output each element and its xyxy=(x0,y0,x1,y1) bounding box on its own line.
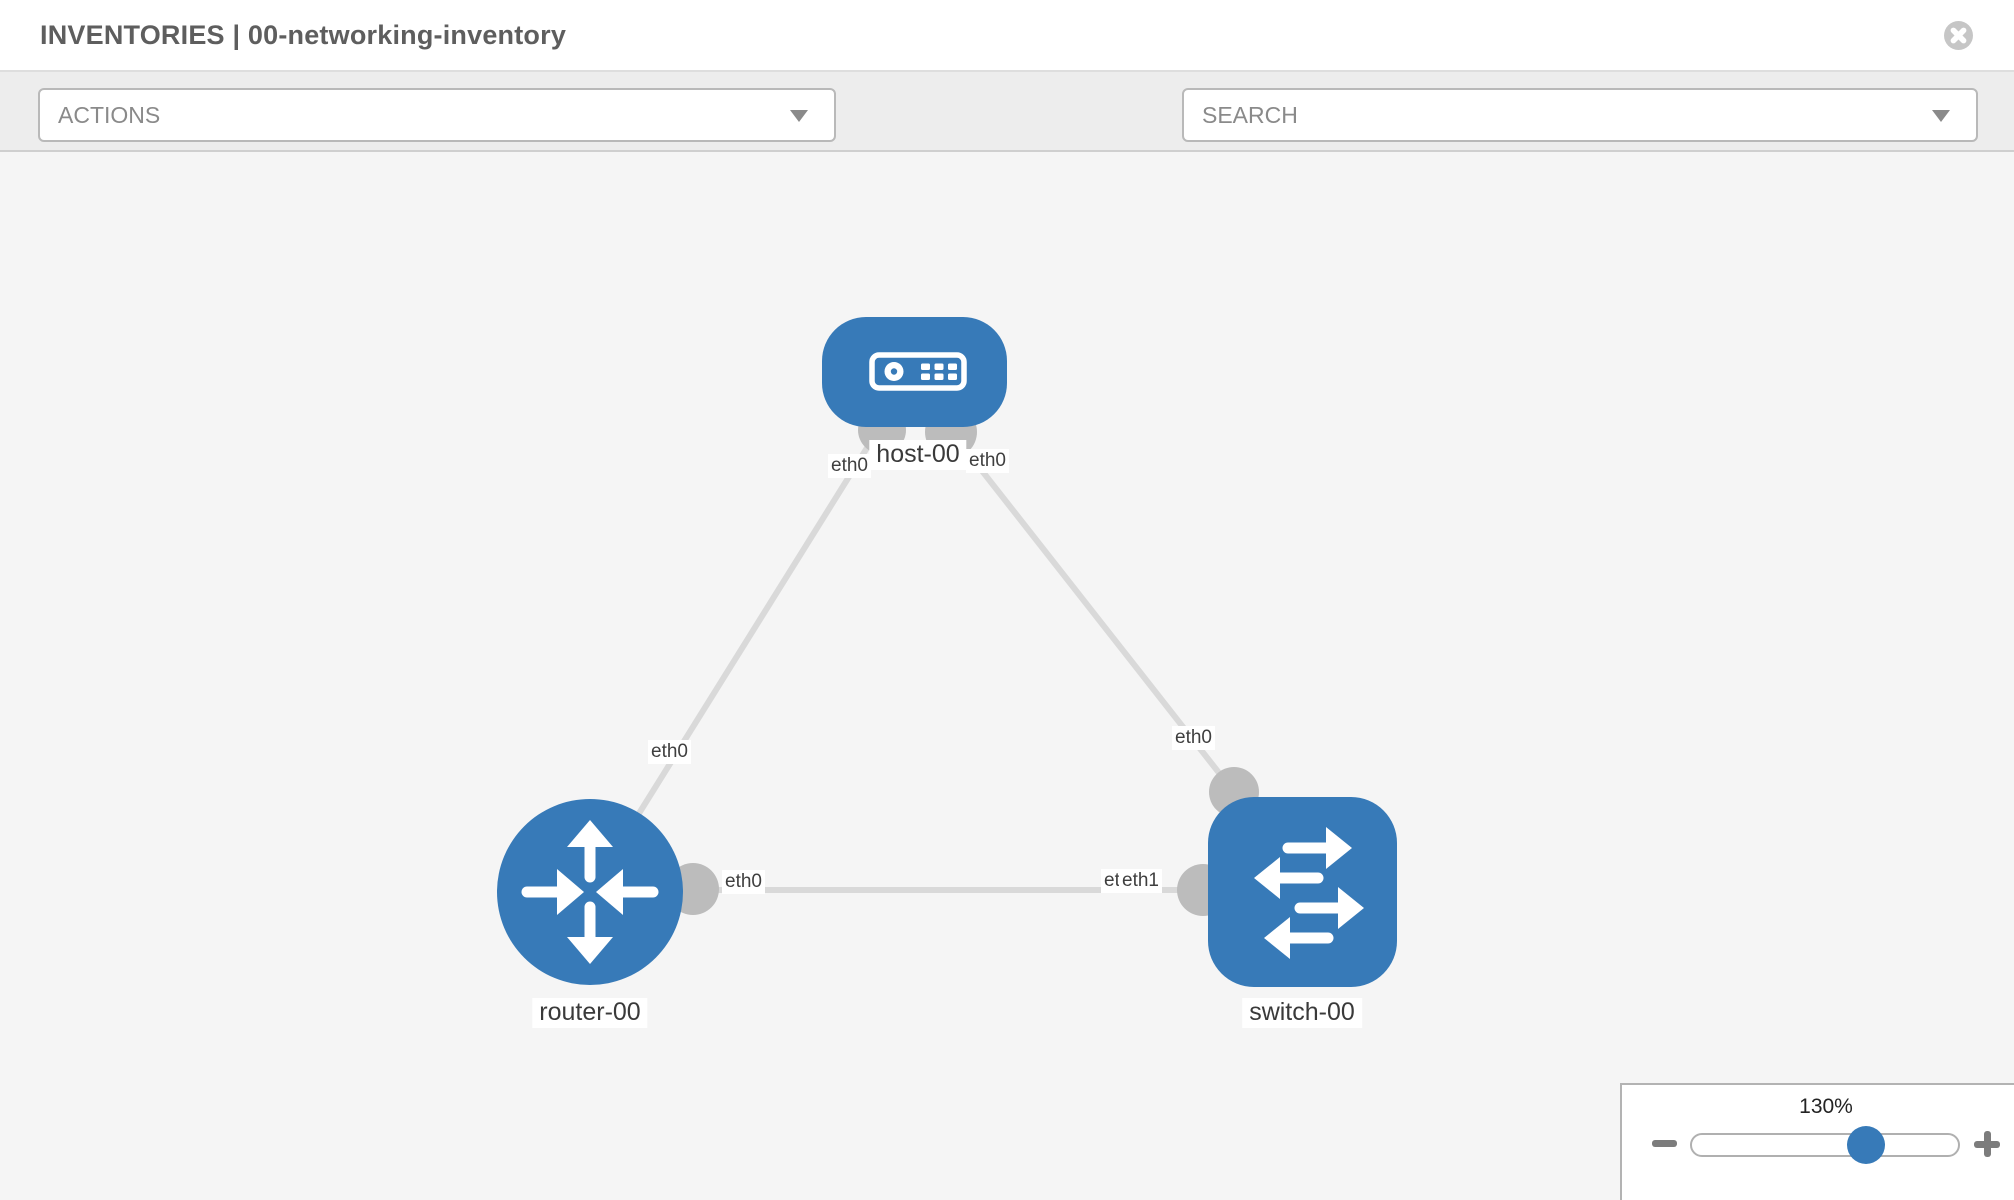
page-title: INVENTORIES | 00-networking-inventory xyxy=(40,20,567,50)
host-icon xyxy=(869,352,967,391)
zoom-out-button[interactable] xyxy=(1652,1140,1677,1147)
chevron-down-icon xyxy=(790,110,808,122)
x-circle-icon xyxy=(1950,27,1967,44)
iface-label-host-left: eth0 xyxy=(828,454,871,478)
node-router[interactable] xyxy=(497,799,683,985)
zoom-slider-track[interactable] xyxy=(1690,1133,1960,1157)
zoom-in-button[interactable] xyxy=(1974,1131,2000,1157)
zoom-slider-thumb[interactable] xyxy=(1847,1126,1885,1164)
toolbar: ACTIONS SEARCH xyxy=(0,72,2014,207)
node-label-host: host-00 xyxy=(869,440,967,470)
search-dropdown-label: SEARCH xyxy=(1202,102,1298,128)
iface-label-switch-end-over: eth1 xyxy=(1119,869,1162,893)
plus-icon xyxy=(1984,1131,1991,1157)
chevron-down-icon xyxy=(1932,110,1950,122)
search-dropdown[interactable]: SEARCH xyxy=(1182,88,1978,142)
close-button[interactable] xyxy=(1944,21,1973,50)
iface-label-host-router-mid: eth0 xyxy=(648,740,691,764)
switch-icon xyxy=(1254,827,1364,959)
zoom-panel: 130% xyxy=(1620,1083,2014,1200)
router-icon xyxy=(521,820,659,964)
actions-dropdown[interactable]: ACTIONS xyxy=(38,88,836,142)
iface-label-router-end: eth0 xyxy=(722,870,765,894)
node-host[interactable] xyxy=(822,317,1007,427)
zoom-percent-label: 130% xyxy=(1799,1095,1853,1118)
actions-dropdown-label: ACTIONS xyxy=(58,102,161,128)
node-switch[interactable] xyxy=(1208,797,1397,987)
iface-label-host-right: eth0 xyxy=(966,449,1009,473)
topology-canvas[interactable]: eth0 eth0 eth0 eth0 eth0 eth0 eth1 host-… xyxy=(0,152,2014,1200)
node-label-router: router-00 xyxy=(532,998,648,1028)
node-label-switch: switch-00 xyxy=(1242,998,1362,1028)
iface-label-host-switch-mid: eth0 xyxy=(1172,726,1215,750)
header: INVENTORIES | 00-networking-inventory xyxy=(0,0,2014,72)
